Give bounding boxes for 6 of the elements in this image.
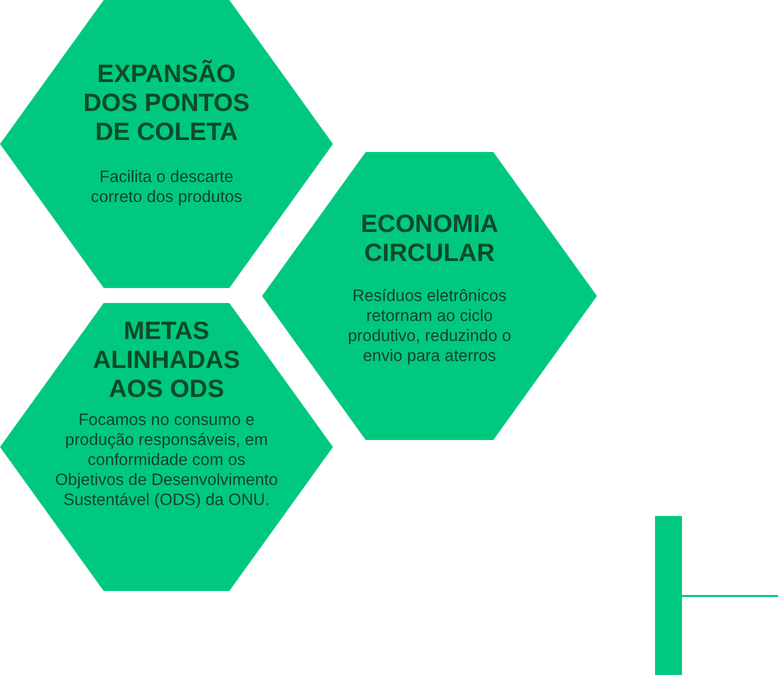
hexagon-description: Focamos no consumo e produção responsáveis, em conformidade com os Objetivos de Desenvolvimento Sustentável (ODS) da ONU. [54,410,279,510]
hexagon-description: Resíduos eletrônicos retornam ao ciclo produtivo, reduzindo o envio para aterros [346,286,512,366]
hexagon-heading: ECONOMIA CIRCULAR [360,210,500,268]
hexagon-description: Facilita o descarte correto dos produtos [90,167,244,207]
hexagon-heading: EXPANSÃO DOS PONTOS DE COLETA [82,60,251,147]
hexagon-heading: METAS ALINHADAS AOS ODS [92,317,242,404]
